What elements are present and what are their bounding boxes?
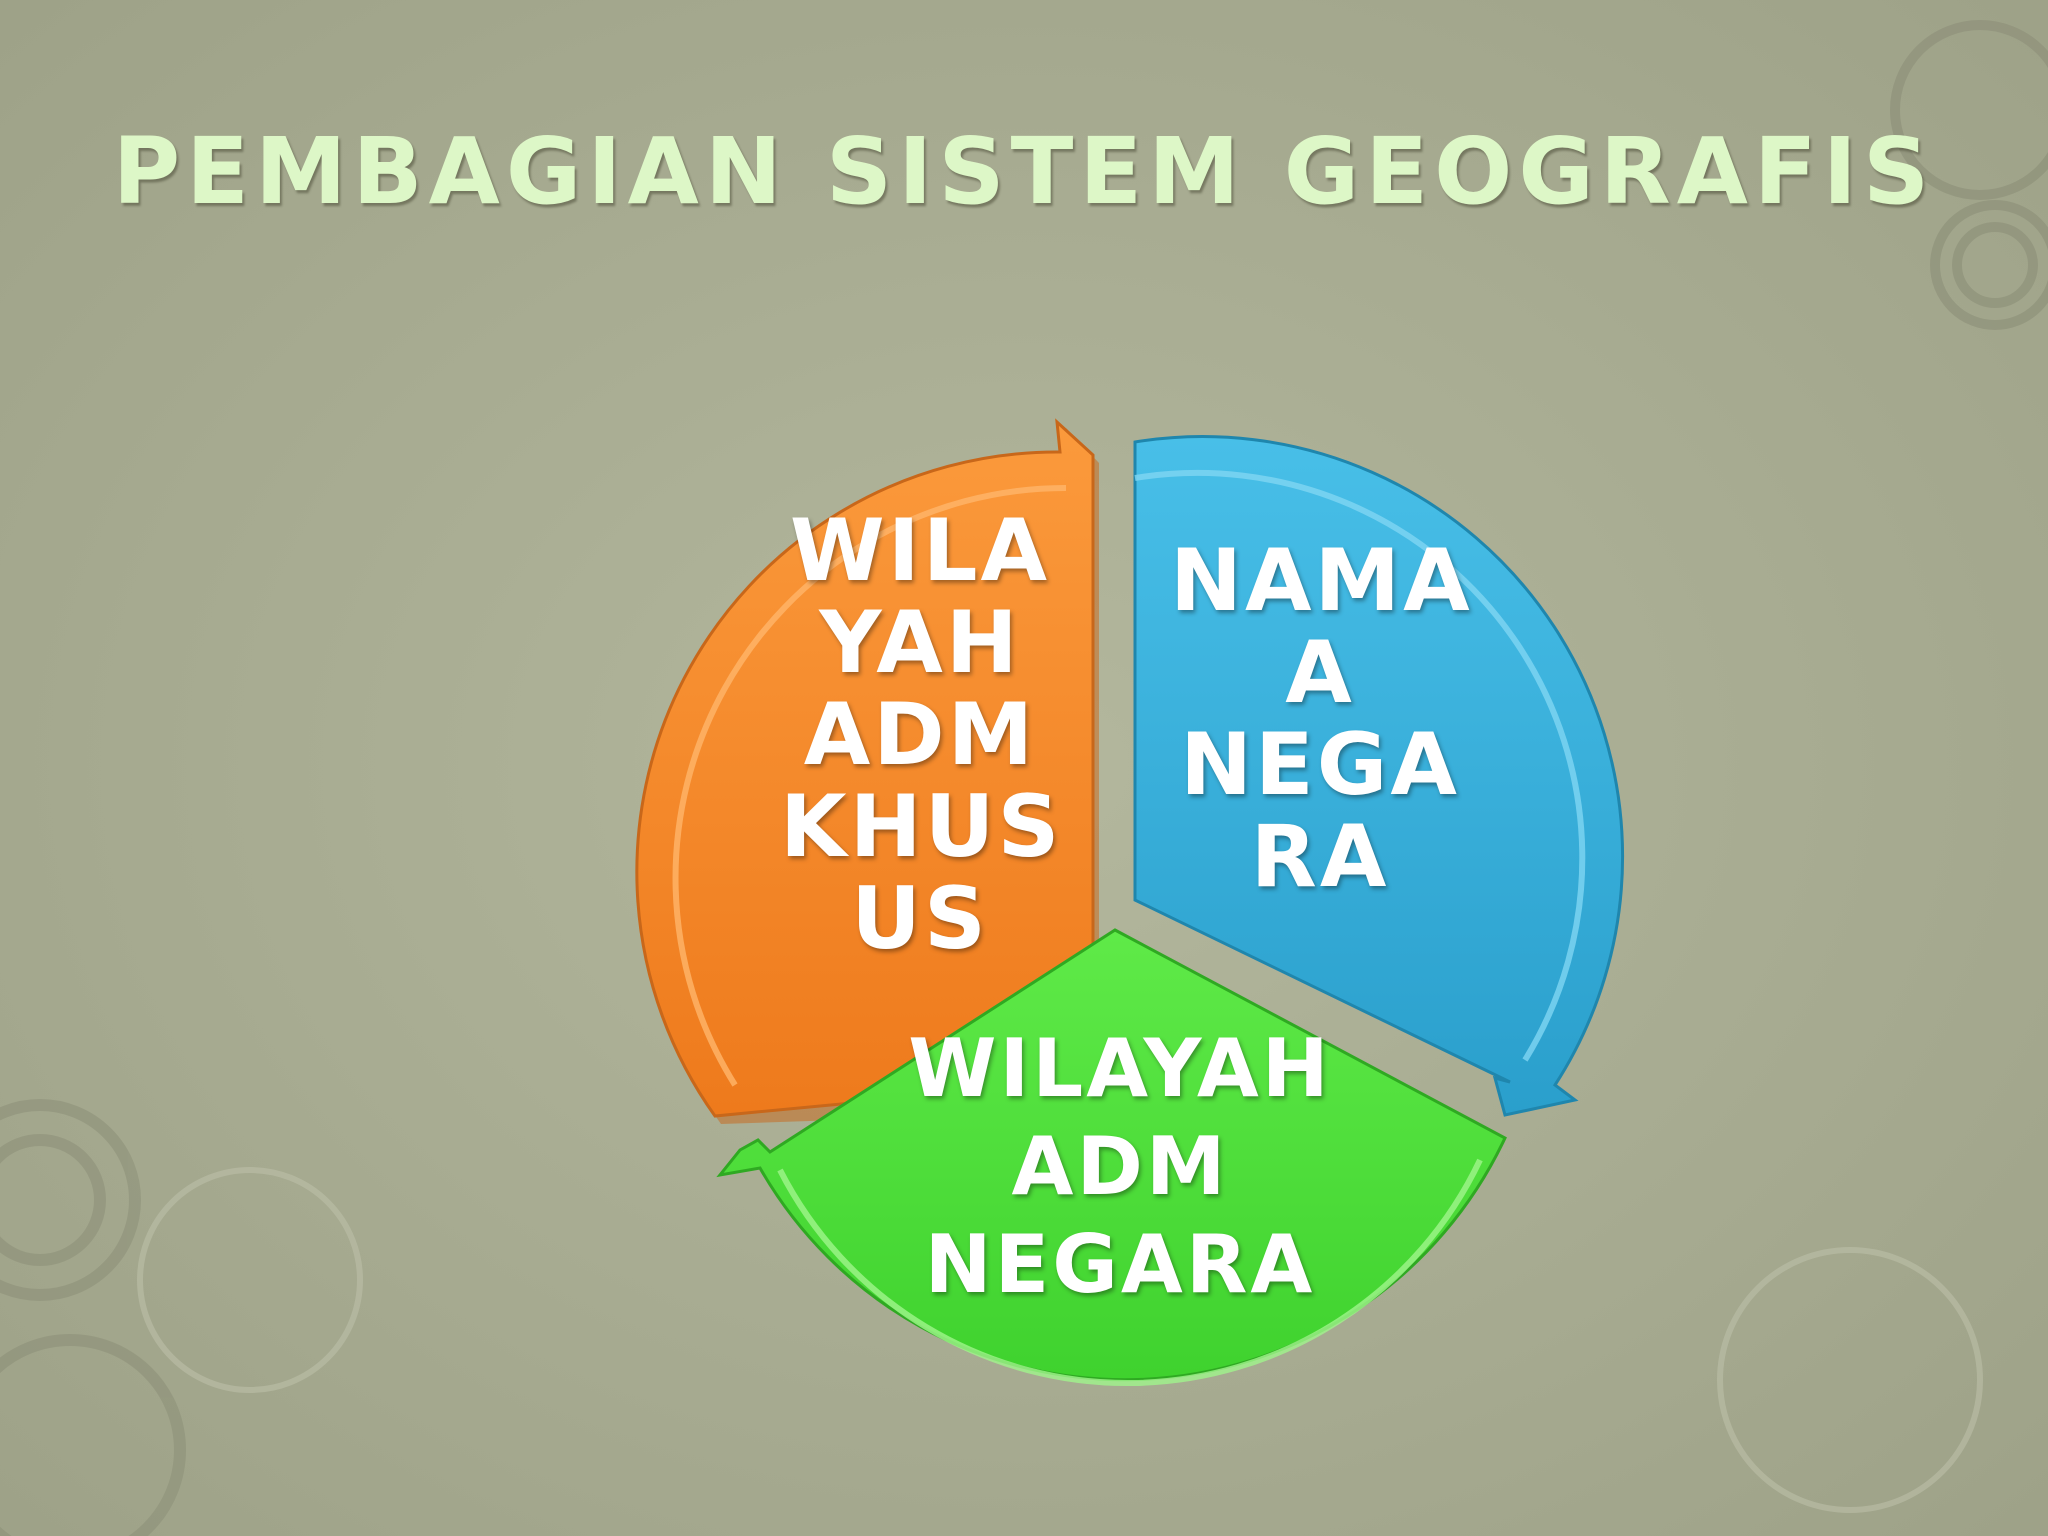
segment-blue xyxy=(1133,435,1625,1117)
segment-label-orange: WILA YAH ADM KHUS US xyxy=(780,501,1063,969)
decorative-circles-bottom-left xyxy=(0,1099,186,1536)
segment-orange xyxy=(635,418,1099,1124)
segment-green xyxy=(716,928,1507,1387)
decorative-circles-top-right xyxy=(1890,20,2048,330)
segment-label-blue: NAMA A NEGA RA xyxy=(1170,531,1473,907)
slide-title: Pembagian Sistem Geografis xyxy=(112,118,1936,225)
segment-label-green: WILAYAH ADM NEGARA xyxy=(908,1022,1332,1311)
decorative-rings-faint xyxy=(137,1167,1983,1513)
